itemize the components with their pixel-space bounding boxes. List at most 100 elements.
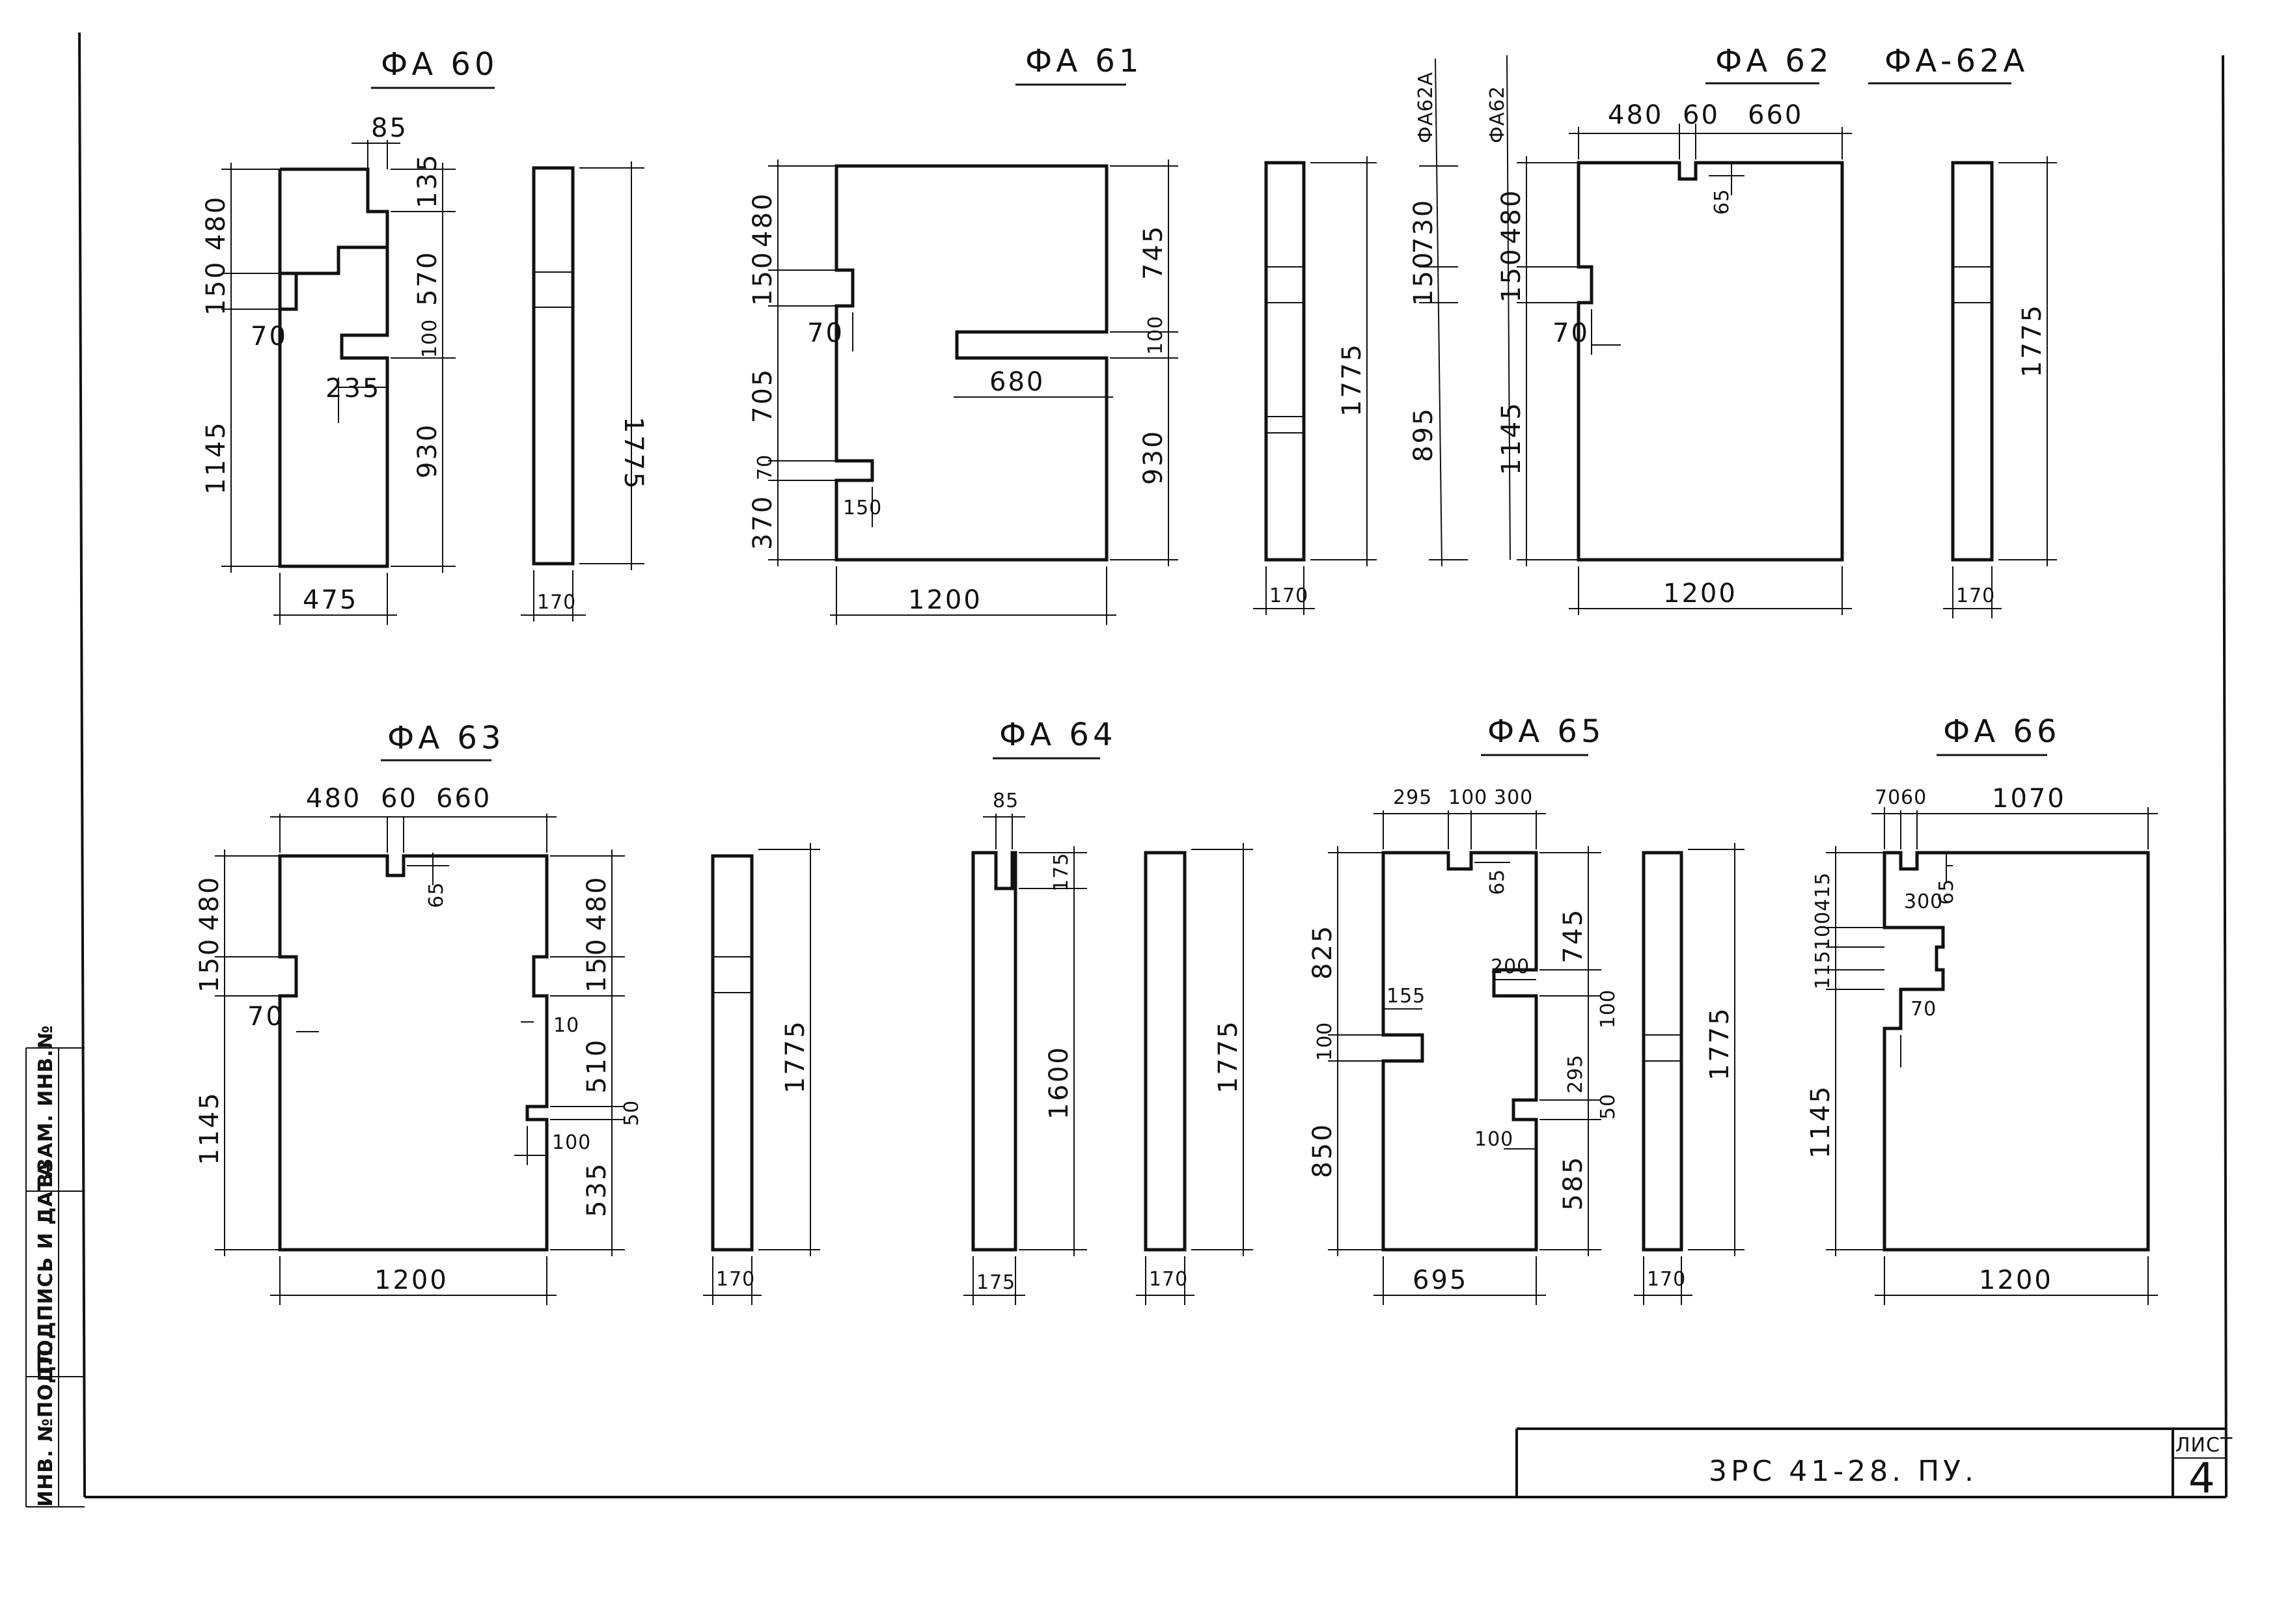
fa62-side-170: 170 xyxy=(1956,585,1995,607)
side-label-replace: ВЗАМ. ИНВ.№ xyxy=(34,1025,57,1188)
fa61-dim-370: 370 xyxy=(748,495,778,550)
fa62-side-view xyxy=(1943,156,2057,618)
fa65-dimension-lines xyxy=(1328,810,1601,1305)
fa62-dim-70: 70 xyxy=(1552,318,1590,348)
fa63-dim-150: 150 xyxy=(195,937,225,993)
fa60-dim-480: 480 xyxy=(201,195,231,251)
fa63-dim-60: 60 xyxy=(381,784,418,814)
fa65-dim-745: 745 xyxy=(1558,908,1588,963)
fa63-dim-65: 65 xyxy=(425,882,448,908)
fa64-dimension-lines xyxy=(963,814,1087,1305)
title-fa66: ФА 66 xyxy=(1943,713,2061,750)
fa66-dim-70: 70 xyxy=(1875,786,1901,809)
fa63-dim-100: 100 xyxy=(552,1131,591,1154)
title-fa63: ФА 63 xyxy=(387,720,505,756)
fa61-dim-100: 100 xyxy=(1144,316,1167,355)
fa65-dim-200: 200 xyxy=(1491,956,1530,978)
fa60-side-1775: 1775 xyxy=(618,417,648,491)
fa65-dim-65: 65 xyxy=(1486,869,1509,895)
fa64-side-1775: 1775 xyxy=(1213,1019,1243,1094)
fa65-dim-295b: 295 xyxy=(1564,1054,1587,1094)
fa60-dim-475: 475 xyxy=(303,585,358,615)
fa65-side-view xyxy=(1634,843,1745,1305)
fa61-dimension-lines xyxy=(768,159,1178,625)
fa60-side-170: 170 xyxy=(537,591,576,614)
side-label-sign: ПОДПИСЬ И ДАТА xyxy=(34,1161,57,1373)
fa66-dim-70b: 70 xyxy=(1911,998,1937,1021)
fa63-side-170: 170 xyxy=(716,1268,755,1291)
fa65-side-1775: 1775 xyxy=(1705,1006,1735,1080)
fa66-dimension-lines xyxy=(1826,807,2158,1305)
title-fa62-vertical: ФА62 xyxy=(1486,85,1509,143)
fa66-dim-60: 60 xyxy=(1901,786,1927,809)
fa63-dim-150r: 150 xyxy=(582,937,612,993)
title-fa62a-vertical: ФА62А xyxy=(1414,72,1437,143)
fa63-dim-480r: 480 xyxy=(582,875,612,931)
fa63-dim-70: 70 xyxy=(247,1002,284,1032)
fa63-dim-1145: 1145 xyxy=(195,1091,225,1165)
fa62-dim-480b: 480 xyxy=(1497,189,1526,244)
fa66-dim-1145: 1145 xyxy=(1806,1084,1836,1159)
fa62-dim-1145: 1145 xyxy=(1497,401,1526,475)
fa60-dim-570: 570 xyxy=(413,251,443,306)
fa60-dim-930: 930 xyxy=(413,423,443,478)
fa60-dim-235: 235 xyxy=(325,374,381,404)
fa62a-dim-150: 150 xyxy=(1409,251,1439,306)
fa62-dim-65: 65 xyxy=(1711,189,1733,215)
fa66-dim-1070: 1070 xyxy=(1992,784,2066,814)
fa65-dim-50: 50 xyxy=(1597,1094,1620,1120)
fa61-side-view xyxy=(1253,156,1377,615)
title-fa65: ФА 65 xyxy=(1487,713,1605,750)
fa64-dim-85: 85 xyxy=(993,790,1019,812)
fa63-dim-510: 510 xyxy=(582,1038,612,1094)
fa63-dim-480: 480 xyxy=(306,784,361,814)
fa60-dim-85: 85 xyxy=(371,113,408,143)
fa63-dim-1200: 1200 xyxy=(374,1265,448,1295)
fa60-dim-1145: 1145 xyxy=(201,420,231,495)
fa64-dim-175: 175 xyxy=(1050,853,1073,892)
fa60-dim-135: 135 xyxy=(413,153,443,208)
fa61-dim-70: 70 xyxy=(807,318,844,348)
fa60-dim-150: 150 xyxy=(201,260,231,316)
fa62a-left-dimension xyxy=(1419,55,1511,567)
fa61-side-170: 170 xyxy=(1269,585,1308,607)
fa63-dim-480b: 480 xyxy=(195,875,225,931)
fa62-dim-1200: 1200 xyxy=(1663,579,1737,609)
title-fa61: ФА 61 xyxy=(1025,43,1143,79)
title-fa62a: ФА-62А xyxy=(1884,43,2028,79)
fa62-dim-660: 660 xyxy=(1748,100,1803,130)
fa60-dim-70: 70 xyxy=(251,322,288,351)
fa65-dim-100r: 100 xyxy=(1597,989,1620,1028)
drawing-code: 3РС 41-28. ПУ. xyxy=(1709,1455,1978,1488)
fa63-dim-535: 535 xyxy=(582,1162,612,1217)
title-block xyxy=(1515,1427,2226,1497)
fa64-dim-175b: 175 xyxy=(976,1271,1015,1294)
fa66-dim-100: 100 xyxy=(1812,911,1834,950)
fa61-side-1775: 1775 xyxy=(1337,342,1367,417)
fa63-dimension-lines xyxy=(215,814,625,1305)
fa60-side-view xyxy=(521,161,644,622)
fa62-panel-outline xyxy=(1577,161,1844,562)
fa63-dim-660: 660 xyxy=(436,784,491,814)
fa63-panel-outline xyxy=(278,854,549,1252)
fa60-dimension-lines xyxy=(221,140,456,625)
fa60-dim-100: 100 xyxy=(419,319,441,358)
title-fa64: ФА 64 xyxy=(999,717,1117,753)
fa65-dim-100b: 100 xyxy=(1474,1128,1513,1151)
sheet-label: ЛИСТ xyxy=(2175,1434,2233,1457)
fa61-dim-1200: 1200 xyxy=(908,585,982,615)
fa62a-dim-895: 895 xyxy=(1409,407,1439,462)
fa62-dim-480: 480 xyxy=(1608,100,1663,130)
fa62-dim-150: 150 xyxy=(1497,247,1526,303)
fa65-dim-695: 695 xyxy=(1413,1265,1468,1295)
fa66-dim-300: 300 xyxy=(1904,890,1943,913)
fa63-dim-10: 10 xyxy=(553,1014,579,1037)
fa66-panel-outline xyxy=(1883,851,2150,1252)
fa62a-dim-730: 730 xyxy=(1409,199,1439,254)
fa65-dim-155: 155 xyxy=(1386,985,1426,1008)
fa62-dim-60: 60 xyxy=(1683,100,1720,130)
fa64-side-170: 170 xyxy=(1149,1268,1188,1291)
fa65-dim-295: 295 xyxy=(1393,786,1432,809)
fa65-dim-825: 825 xyxy=(1308,924,1338,980)
